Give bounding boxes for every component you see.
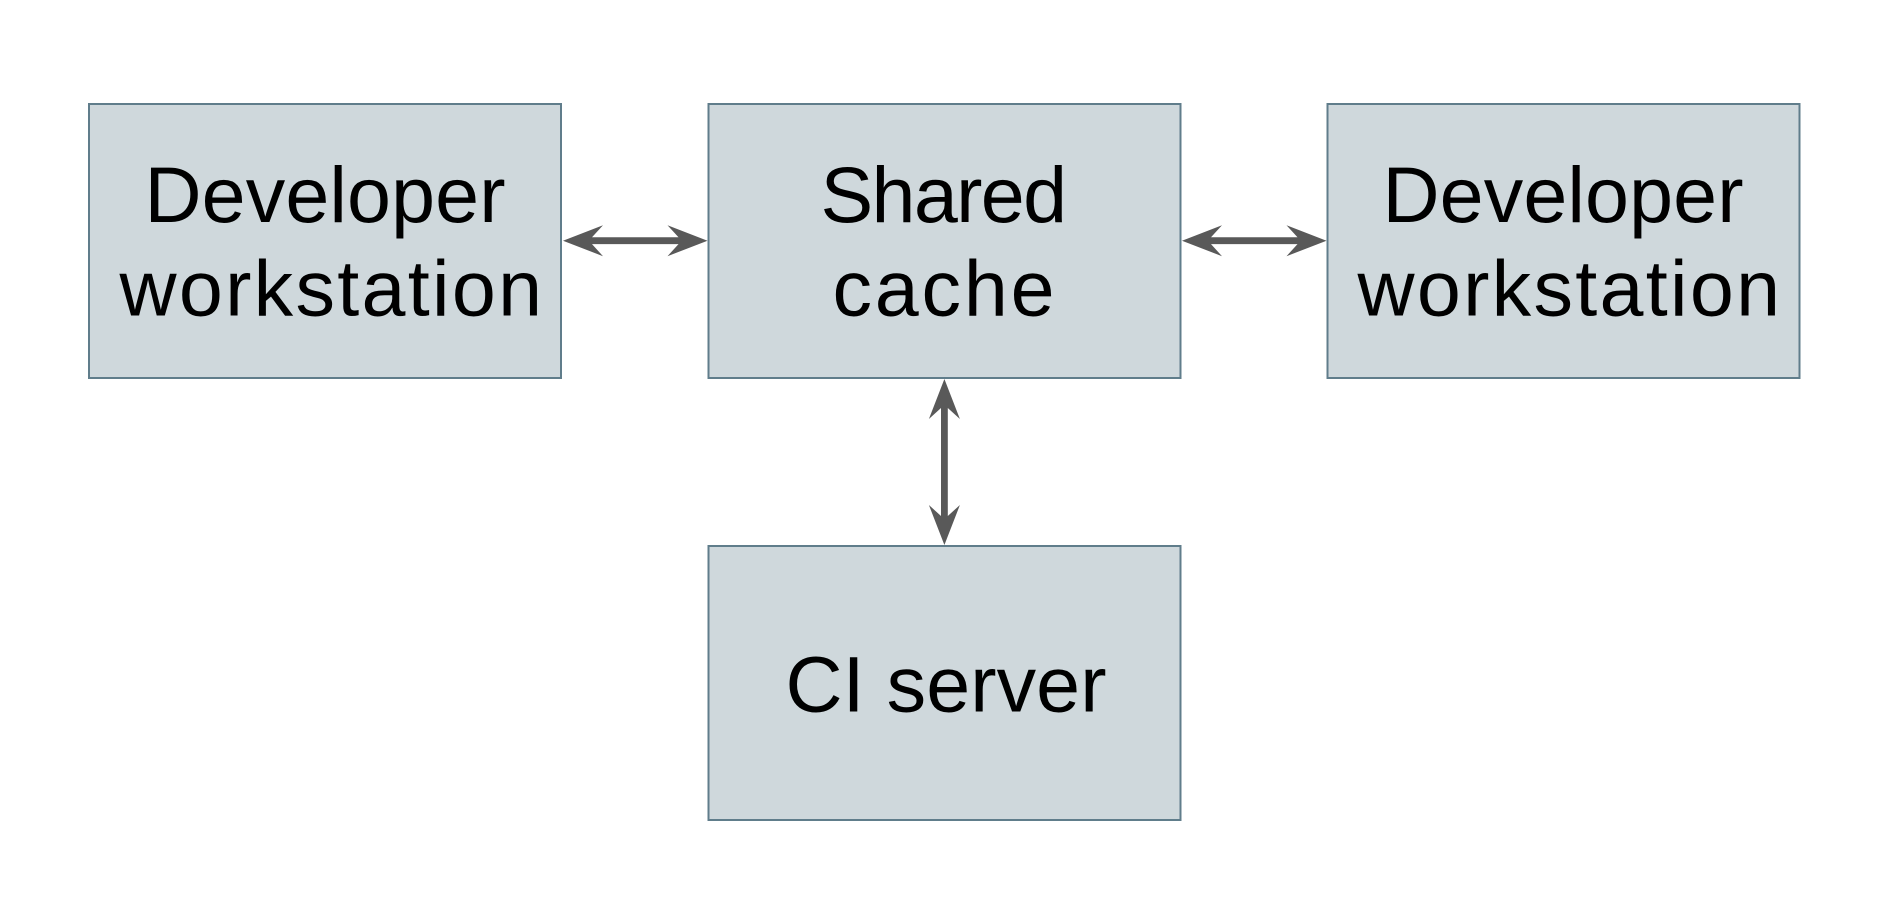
svg-text:Developer: Developer <box>145 150 506 239</box>
svg-text:workstation: workstation <box>119 244 543 333</box>
svg-text:workstation: workstation <box>1357 244 1781 333</box>
svg-text:cache: cache <box>833 244 1055 333</box>
svg-text:Shared: Shared <box>821 150 1068 239</box>
svg-text:Developer: Developer <box>1383 150 1744 239</box>
svg-text:CI server: CI server <box>786 640 1107 729</box>
